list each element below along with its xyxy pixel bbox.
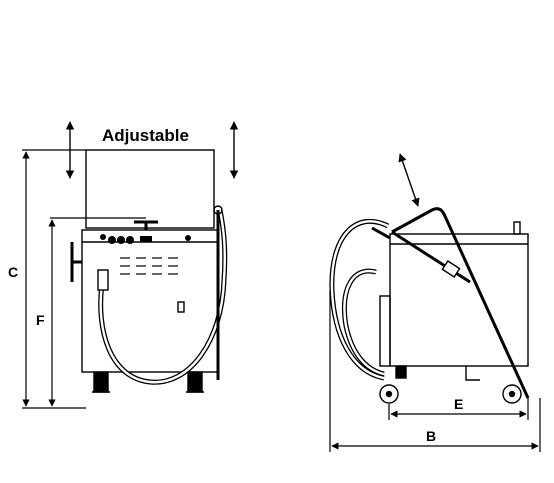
top-handle (134, 220, 158, 230)
dimension-e-line (388, 398, 529, 420)
dimension-f-label: F (36, 312, 45, 328)
front-wheels (92, 371, 204, 393)
dimension-e-label: E (454, 396, 463, 412)
front-hose (98, 209, 228, 385)
dimension-f-line (48, 217, 146, 407)
control-buttons (100, 234, 191, 244)
dimension-c-label: C (8, 264, 18, 280)
lid-panel (85, 149, 215, 229)
vent-slots (120, 257, 178, 275)
handle-adjust-arrow (398, 153, 420, 207)
side-view (329, 153, 530, 404)
dimension-b-label: B (426, 428, 436, 444)
side-handle (391, 207, 530, 399)
adjustable-label: Adjustable (102, 126, 189, 145)
dimension-b-line (329, 290, 541, 452)
side-body (389, 233, 529, 367)
dimension-c-line (22, 149, 86, 409)
crank-handle (70, 242, 82, 282)
side-wheels (379, 365, 522, 404)
front-view (70, 149, 228, 393)
